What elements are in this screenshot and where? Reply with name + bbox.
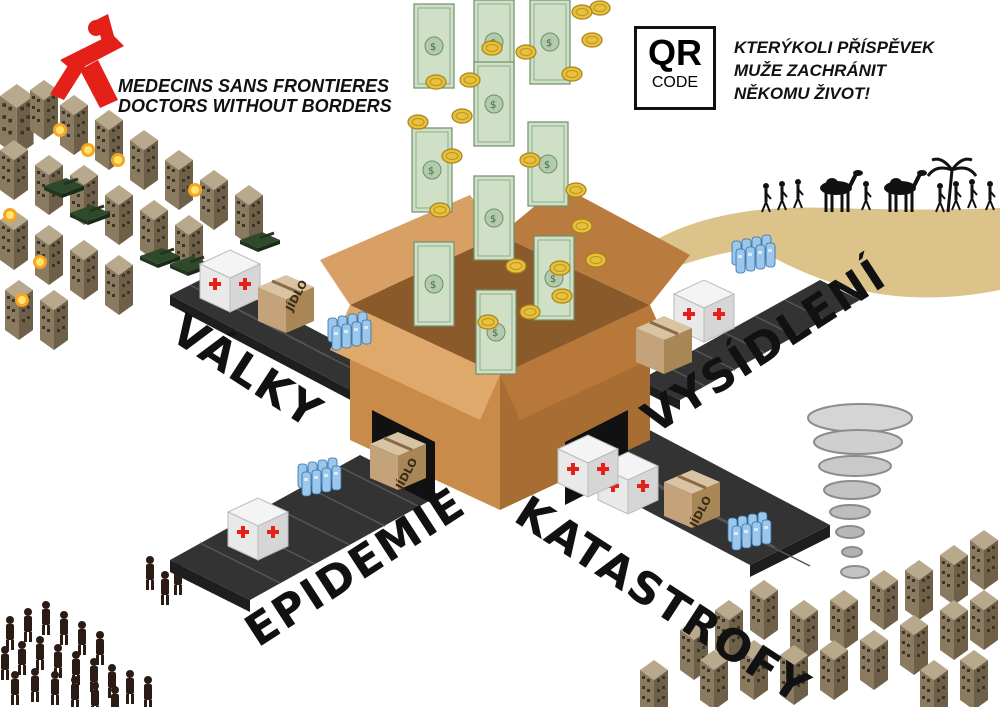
water-bottles-valky [327,311,372,351]
msf-logo-icon [50,14,124,108]
slogan-line-2: MUŽE ZACHRÁNIT [734,61,887,80]
crowd [1,556,182,707]
water-bottles-katastrofy [727,511,772,551]
slogan: KTERÝKOLI PŘÍSPĚVEK MUŽE ZACHRÁNIT NĚKOM… [734,36,934,105]
qr-title: QR [648,32,702,73]
water-bottles-vysidleni [731,234,776,274]
logo-name-en: DOCTORS WITHOUT BORDERS [118,96,392,116]
msf-logo-text: MEDECINS SANS FRONTIERES DOCTORS WITHOUT… [118,76,392,116]
tornado-icon [807,403,913,579]
medkit-epidemie [227,497,289,561]
slogan-line-3: NĚKOMU ŽIVOT! [734,84,870,103]
logo-name-fr: MEDECINS SANS FRONTIERES [118,76,390,96]
water-bottles-epidemie [297,457,342,497]
palm-tree-icon [926,157,978,213]
desert-sand [640,207,1000,298]
qr-code-placeholder[interactable]: QR CODE [634,26,716,110]
slogan-line-1: KTERÝKOLI PŘÍSPĚVEK [734,38,935,57]
medkit-katastrofy-inner [557,434,619,498]
caravan [760,157,997,214]
food-box-vysidleni [634,314,694,376]
medkit-valky [199,249,261,313]
qr-subtitle: CODE [651,74,699,91]
